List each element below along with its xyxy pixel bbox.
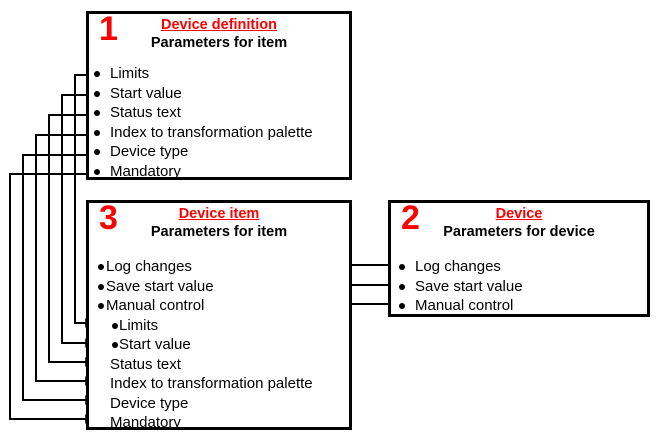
box3-header: 3 Device item Parameters for item — [89, 199, 349, 251]
box1-number: 1 — [99, 10, 118, 48]
list-item: Status text — [89, 355, 349, 375]
list-item: Mandatory — [89, 162, 349, 182]
list-item: Start value — [89, 335, 349, 355]
bullet-icon — [112, 322, 118, 329]
wire-limits — [74, 74, 98, 328]
list-item-label: Limits — [119, 316, 159, 334]
bullet-icon — [98, 283, 104, 290]
list-item-label: Device type — [110, 394, 189, 412]
box2-title: Device — [495, 206, 543, 222]
box2-number: 2 — [401, 199, 420, 237]
bullet-icon — [98, 303, 104, 309]
box1-subtitle: Parameters for item — [150, 35, 288, 51]
box2-subtitle: Parameters for device — [443, 224, 595, 240]
bullet-icon — [94, 90, 100, 97]
list-item: Device type — [89, 142, 349, 162]
list-item: Index to transformation palette — [89, 123, 349, 143]
box-device-item: 3 Device item Parameters for item Log ch… — [86, 199, 352, 433]
list-item: Limits — [89, 64, 349, 84]
list-item: Manual control — [391, 296, 647, 316]
list-item-label: Index to transformation palette — [110, 123, 313, 141]
wire-device-type — [22, 154, 98, 405]
list-item: Device type — [89, 394, 349, 414]
list-item-label: Log changes — [106, 258, 192, 275]
wire-index-palette — [35, 134, 98, 386]
wire-mandatory — [9, 173, 98, 424]
box3-subtitle: Parameters for item — [150, 224, 288, 240]
box1-title: Device definition — [160, 17, 278, 33]
box-device-definition: 1 Device definition Parameters for item … — [86, 11, 352, 180]
list-item: Status text — [89, 103, 349, 123]
list-item-label: Save start value — [106, 277, 214, 295]
list-item-label: Mandatory — [110, 414, 181, 431]
list-item-label: Limits — [110, 65, 150, 82]
box-device: 2 Device Parameters for device Log chang… — [388, 200, 650, 317]
bullet-icon — [94, 110, 100, 116]
bullet-icon — [94, 71, 100, 77]
box3-number: 3 — [99, 199, 118, 237]
list-item: Manual control — [89, 296, 349, 316]
list-item-label: Index to transformation palette — [110, 375, 313, 392]
bullet-icon — [98, 264, 104, 270]
box3-item-list: Log changes Save start value Manual cont… — [89, 257, 349, 433]
box3-title: Device item — [178, 206, 260, 222]
list-item: Log changes — [89, 257, 349, 277]
wire-status-text — [48, 114, 98, 367]
box1-titles: Device definition Parameters for item — [89, 14, 349, 52]
list-item: Limits — [89, 316, 349, 336]
bullet-icon — [112, 342, 118, 348]
wire-start-value — [61, 94, 98, 348]
list-item: Log changes — [391, 257, 647, 277]
list-item-label: Device type — [110, 143, 189, 160]
list-item-label: Manual control — [106, 297, 205, 314]
list-item-label: Start value — [119, 336, 191, 353]
bullet-icon — [399, 264, 405, 270]
box3-titles: Device item Parameters for item — [89, 203, 349, 241]
bullet-icon — [94, 149, 100, 155]
box1-header: 1 Device definition Parameters for item — [89, 10, 349, 62]
bullet-icon — [94, 129, 100, 136]
list-item: Index to transformation palette — [89, 374, 349, 394]
list-item-label: Status text — [110, 355, 181, 373]
list-item: Start value — [89, 84, 349, 104]
bullet-icon — [94, 168, 100, 175]
list-item: Mandatory — [89, 413, 349, 433]
box1-item-list: Limits Start value Status text Index to … — [89, 64, 349, 181]
list-item-label: Mandatory — [110, 162, 181, 180]
list-item: Save start value — [391, 277, 647, 297]
bullet-icon — [399, 303, 405, 309]
list-item-label: Manual control — [415, 297, 514, 314]
box2-item-list: Log changes Save start value Manual cont… — [391, 257, 647, 316]
list-item-label: Status text — [110, 104, 181, 121]
list-item-label: Save start value — [415, 277, 523, 295]
box2-titles: Device Parameters for device — [391, 203, 647, 241]
box2-header: 2 Device Parameters for device — [391, 199, 647, 251]
list-item: Save start value — [89, 277, 349, 297]
list-item-label: Log changes — [415, 258, 501, 275]
list-item-label: Start value — [110, 84, 182, 102]
bullet-icon — [399, 283, 405, 290]
